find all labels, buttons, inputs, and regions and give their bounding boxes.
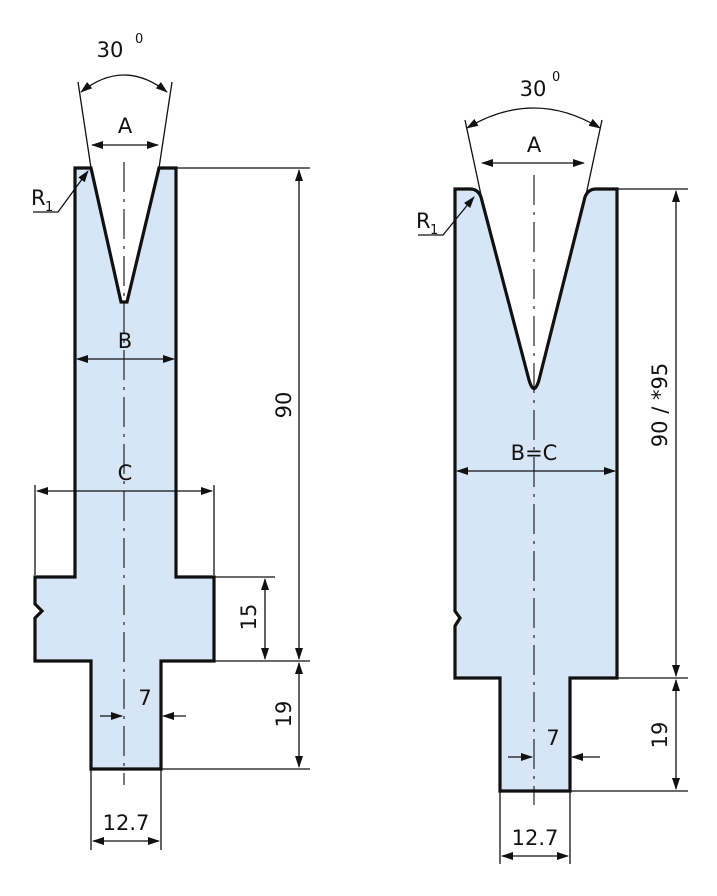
- left-angle-leg-right: [158, 81, 173, 169]
- left-radius-label: R: [31, 186, 46, 210]
- left-radius-leader: [33, 170, 89, 213]
- right-angle-arc: [466, 107, 601, 129]
- right-angle-unit: 0: [552, 70, 560, 85]
- right-angle-label: 30: [520, 77, 547, 101]
- right-radius-index: 1: [430, 223, 438, 238]
- left-19-label: 19: [272, 701, 296, 728]
- right-7-label: 7: [546, 726, 559, 750]
- left-15-label: 15: [237, 604, 261, 631]
- left-7-label: 7: [138, 686, 151, 710]
- left-b-label: B: [118, 329, 132, 353]
- right-bc-label: B=C: [511, 441, 558, 465]
- right-angle-leg-right: [585, 119, 603, 196]
- right-radius-leader: [418, 196, 475, 236]
- left-angle-label: 30: [97, 38, 124, 62]
- right-90-label: 90 / *95: [648, 363, 672, 447]
- left-angle-leg-left: [77, 81, 92, 169]
- left-radius-index: 1: [45, 200, 53, 215]
- right-19-label: 19: [648, 722, 672, 749]
- left-angle-unit: 0: [135, 32, 143, 47]
- right-angle-leg-left: [464, 119, 482, 196]
- left-c-label: C: [118, 461, 133, 485]
- right-die-body: [453, 187, 619, 793]
- left-a-label: A: [118, 114, 133, 138]
- left-90-label: 90: [272, 392, 296, 419]
- left-die: 30 0 A R 1 B C 90 15 19 7: [31, 32, 310, 850]
- left-12-label: 12.7: [103, 811, 150, 835]
- right-radius-label: R: [416, 209, 431, 233]
- left-angle-arc: [80, 74, 168, 93]
- right-die: 30 0 A R 1 B=C 90 / *95 19 7 12.7: [416, 70, 688, 864]
- right-12-label: 12.7: [512, 826, 559, 850]
- right-a-label: A: [527, 133, 542, 157]
